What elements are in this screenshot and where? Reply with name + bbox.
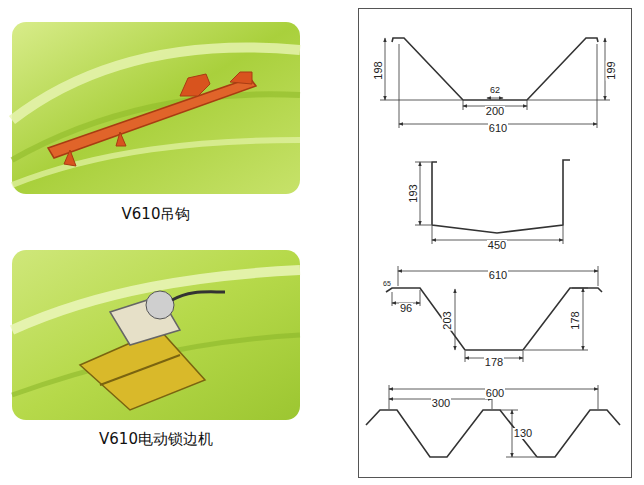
dimension-label: 178 [569, 310, 580, 330]
dimension-label: 203 [441, 310, 452, 330]
profile-3 [386, 288, 602, 350]
dimension-label: 199 [605, 60, 616, 80]
dimension-label: 610 [488, 270, 508, 281]
dimension-label: 600 [485, 388, 505, 399]
dimension-label: 65 [382, 280, 392, 287]
dimension-label: 198 [372, 60, 383, 80]
dimension-label: 300 [431, 398, 451, 409]
photo-caption: V610吊钩 [121, 207, 192, 222]
dimension-label: 610 [488, 123, 508, 134]
photo-hook [12, 22, 300, 194]
dimension-label: 450 [487, 240, 507, 251]
dimension-label: 200 [485, 106, 505, 117]
photo-caption: V610电动锁边机 [98, 432, 214, 447]
profile-2 [432, 160, 570, 233]
profile-4 [366, 410, 620, 457]
photo-seamer [12, 250, 300, 420]
panel-frame [359, 9, 632, 478]
dimension-label: 193 [407, 183, 418, 203]
dimension-label: 96 [399, 303, 413, 314]
dimension-label: 178 [484, 357, 504, 368]
dimension-label: 130 [513, 428, 533, 439]
profile-1 [392, 38, 598, 100]
dimension-label: 62 [489, 86, 501, 95]
